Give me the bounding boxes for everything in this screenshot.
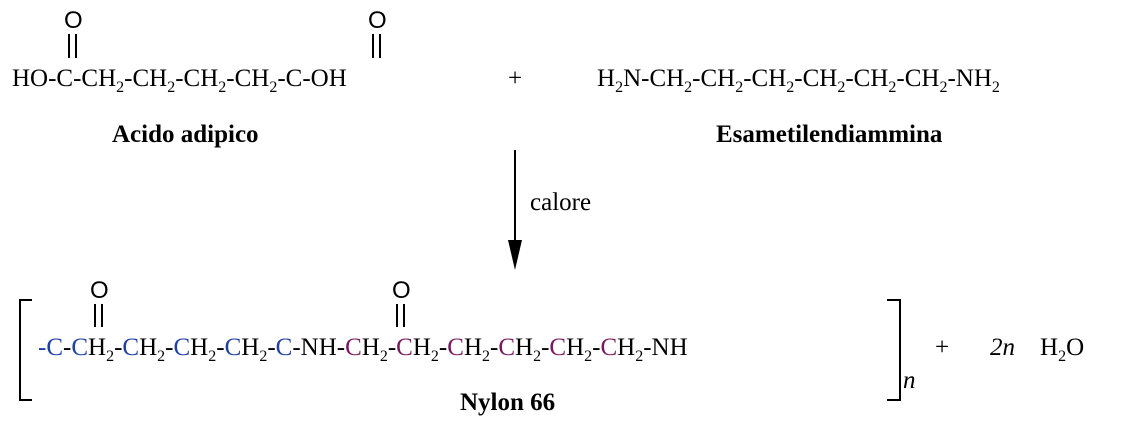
water-coefficient: 2n — [990, 334, 1015, 361]
reaction-arrow — [508, 150, 522, 270]
acid-name-label: Acido adipico — [112, 121, 259, 148]
polymer-carbonyl-oxygen-2: O — [392, 277, 411, 304]
hexamethylenediamine-formula: H2N-CH2-CH2-CH2-CH2-CH2-CH2-NH2 — [597, 65, 1000, 96]
product-name-label: Nylon 66 — [460, 389, 555, 416]
carbonyl-oxygen-left: O — [64, 7, 83, 34]
nylon-repeat-unit-formula: -C-CH2-CH2-CH2-CH2-C-NH-CH2-CH2-CH2-CH2-… — [38, 334, 688, 365]
nylon-66-structure: O O -C-CH2-CH2-CH2-CH2-C-NH-CH2-CH2-CH2-… — [19, 277, 916, 401]
right-bracket — [887, 299, 901, 401]
carbonyl-oxygen-right: O — [368, 7, 387, 34]
water-byproduct: H2O — [1040, 334, 1084, 365]
product-plus-sign: + — [935, 334, 949, 361]
repeat-index-n: n — [903, 367, 916, 394]
adipic-acid-formula: HO-C-CH2-CH2-CH2-CH2-C-OH — [12, 65, 347, 96]
reaction-condition-label: calore — [530, 189, 591, 216]
left-bracket — [19, 299, 32, 401]
adipic-acid-structure: O O HO-C-CH2-CH2-CH2-CH2-C-OH — [12, 7, 387, 96]
amine-name-label: Esametilendiammina — [716, 121, 943, 148]
polymer-carbonyl-oxygen-1: O — [90, 277, 109, 304]
reactant-plus-sign: + — [508, 65, 522, 92]
